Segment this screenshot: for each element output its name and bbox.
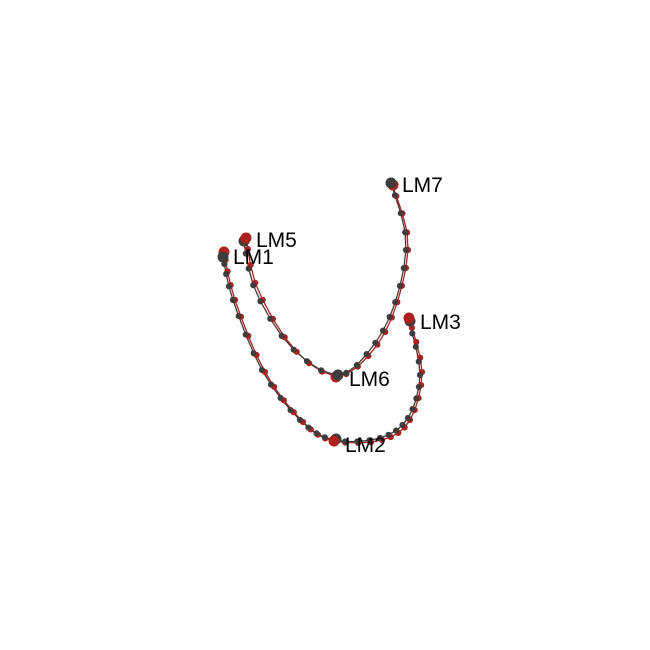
outer-semilandmark-dark-23 <box>399 421 406 429</box>
outer-semilandmark-dark-19 <box>366 437 373 444</box>
inner-semilandmark-dark-14 <box>372 339 379 346</box>
outer-semilandmark-dark-24 <box>404 414 412 422</box>
label-lm6: LM6 <box>349 368 390 391</box>
outer-semilandmark-dark-4 <box>229 296 237 304</box>
label-lm3: LM3 <box>420 311 461 334</box>
landmark-lm2-red <box>328 435 340 447</box>
label-layer: LM1 LM2 LM3 LM5 LM6 LM7 <box>233 174 461 457</box>
outer-semilandmark-dark-8 <box>258 366 266 374</box>
inner-semilandmark-dark-6 <box>278 332 285 339</box>
outer-semilandmark-dark-12 <box>296 416 304 424</box>
inner-semilandmark-dark-5 <box>267 315 274 322</box>
label-lm1: LM1 <box>233 246 274 269</box>
semilandmark-layer <box>221 192 426 446</box>
landmark-lm1-dark <box>217 251 229 263</box>
outer-semilandmark-dark-20 <box>376 434 384 442</box>
outer-semilandmark-dark-10 <box>277 395 284 402</box>
inner-semilandmark-dark-18 <box>396 282 404 289</box>
outer-semilandmark-dark-26 <box>413 395 420 402</box>
outer-semilandmark-dark-21 <box>385 431 392 438</box>
inner-semilandmark-dark-2 <box>245 265 252 272</box>
outer-semilandmark-dark-13 <box>305 424 312 431</box>
label-lm5: LM5 <box>256 229 297 252</box>
inner-semilandmark-dark-1 <box>242 250 249 257</box>
outer-semilandmark-dark-15 <box>321 434 328 441</box>
inner-semilandmark-dark-11 <box>343 369 350 376</box>
inner-curve-red <box>245 183 409 377</box>
label-lm2: LM2 <box>345 434 386 457</box>
inner-semilandmark-dark-23 <box>391 192 399 199</box>
outer-semilandmark-dark-31 <box>409 330 416 337</box>
outer-semilandmark-dark-9 <box>267 381 275 388</box>
curve-layer <box>222 182 423 444</box>
outer-semilandmark-dark-2 <box>223 271 230 278</box>
inner-semilandmark-dark-8 <box>303 358 311 365</box>
label-lm7: LM7 <box>402 174 443 197</box>
inner-semilandmark-dark-4 <box>257 298 264 305</box>
outer-semilandmark-dark-14 <box>313 430 320 437</box>
landmark-lm5-red <box>240 232 252 244</box>
inner-semilandmark-dark-12 <box>353 362 360 369</box>
landmark-lm6-dark <box>332 369 344 381</box>
inner-semilandmark-dark-22 <box>397 210 404 217</box>
outer-semilandmark-dark-29 <box>415 358 422 365</box>
inner-semilandmark-dark-16 <box>386 313 393 321</box>
outer-semilandmark-dark-5 <box>235 313 242 320</box>
outer-semilandmark-dark-7 <box>250 350 257 357</box>
inner-semilandmark-dark-15 <box>380 327 387 334</box>
inner-semilandmark-dark-7 <box>290 346 297 353</box>
inner-semilandmark-dark-20 <box>402 246 409 254</box>
outer-semilandmark-dark-18 <box>354 438 361 445</box>
outer-semilandmark-red-30 <box>413 338 420 346</box>
landmark-lm7-dark <box>385 177 397 189</box>
outer-semilandmark-dark-1 <box>221 261 228 268</box>
landmark-layer <box>217 177 416 447</box>
outer-semilandmark-dark-27 <box>415 383 422 390</box>
outer-semilandmark-dark-25 <box>409 406 416 413</box>
inner-curve-dark <box>243 182 407 376</box>
landmark-lm3-red <box>403 312 415 324</box>
inner-semilandmark-dark-17 <box>392 299 399 306</box>
outer-semilandmark-dark-28 <box>416 371 424 379</box>
outer-semilandmark-dark-3 <box>225 283 232 290</box>
outer-semilandmark-dark-6 <box>242 331 249 338</box>
inner-semilandmark-dark-21 <box>402 229 409 236</box>
outer-semilandmark-dark-17 <box>342 438 349 445</box>
outer-semilandmark-dark-30 <box>412 343 419 350</box>
inner-semilandmark-dark-13 <box>363 351 370 358</box>
inner-semilandmark-dark-9 <box>318 367 325 374</box>
inner-semilandmark-dark-19 <box>400 265 407 272</box>
outer-semilandmark-dark-11 <box>287 407 294 414</box>
inner-semilandmark-dark-3 <box>250 282 257 289</box>
outer-semilandmark-dark-22 <box>393 427 400 434</box>
